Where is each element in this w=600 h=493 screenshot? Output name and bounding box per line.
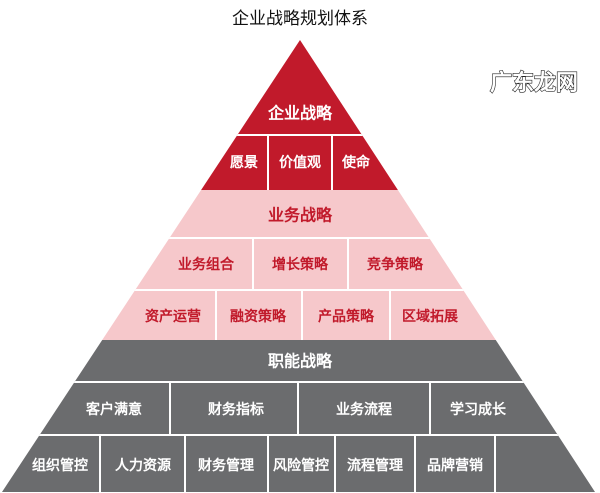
corporate-strategy-label: 企业战略	[267, 104, 333, 123]
business-item: 增长策略	[272, 256, 329, 273]
functional-item: 流程管理	[347, 457, 403, 474]
business-item: 业务组合	[178, 256, 235, 273]
functional-item: 人力资源	[115, 457, 171, 474]
business-item: 区域拓展	[402, 308, 458, 325]
functional-strategy-label: 职能战略	[268, 352, 333, 371]
functional-item: 客户满意	[85, 401, 142, 418]
functional-item: 财务管理	[197, 457, 254, 474]
business-item: 融资策略	[230, 308, 287, 325]
functional-item: 组织管控	[32, 457, 88, 474]
business-item: 产品策略	[318, 308, 375, 325]
corporate-item: 愿景	[230, 155, 258, 171]
diagram-title: 企业战略规划体系	[232, 9, 368, 29]
watermark: 广东龙网	[490, 70, 578, 96]
functional-item: 业务流程	[336, 401, 392, 418]
business-item: 竞争策略	[367, 256, 424, 273]
business-strategy-label: 业务战略	[268, 206, 333, 225]
business-item: 资产运营	[145, 308, 201, 325]
functional-item: 风险管控	[273, 457, 329, 474]
corporate-item: 使命	[341, 154, 371, 171]
functional-item: 学习成长	[450, 401, 507, 418]
functional-item: 财务指标	[207, 401, 264, 418]
corporate-item: 价值观	[279, 154, 321, 171]
functional-item: 品牌营销	[427, 457, 483, 474]
